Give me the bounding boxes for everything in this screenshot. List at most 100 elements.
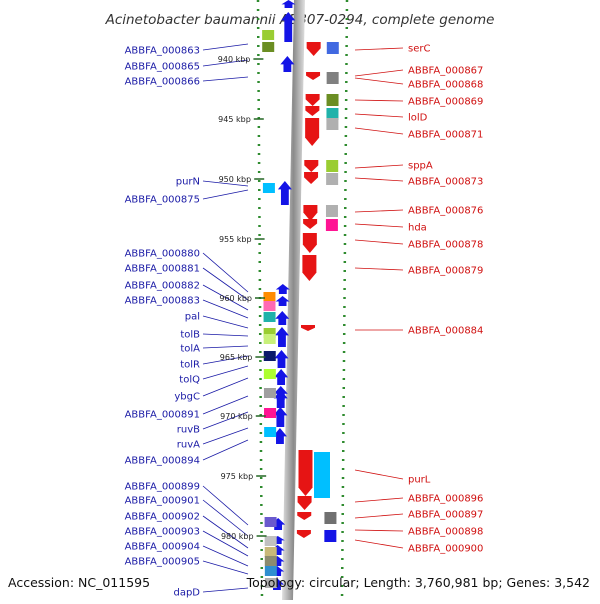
gene-feature-box [326,173,339,185]
right-gene-label[interactable]: ABBFA_000876 [408,206,483,217]
gene-feature-box [263,388,276,398]
left-gene-label[interactable]: purN [176,177,200,188]
left-gene-label[interactable]: ABBFA_000881 [125,264,200,275]
right-gene-label[interactable]: ABBFA_000868 [408,80,483,91]
left-gene-label[interactable]: ybgC [174,392,200,403]
gene-feature-box [264,578,277,588]
right-leader-line [354,177,404,182]
left-gene-label[interactable]: pal [185,312,200,323]
forward-gene-arrow [274,369,289,385]
left-gene-label[interactable]: tolQ [179,375,200,386]
left-leader-line [202,355,249,365]
left-gene-label[interactable]: ABBFA_000891 [125,410,200,421]
left-gene-label[interactable]: tolR [180,360,200,371]
right-gene-label[interactable]: ABBFA_000896 [408,494,483,505]
left-gene-label[interactable]: ABBFA_000880 [125,249,200,260]
left-gene-label[interactable]: tolB [180,330,200,341]
forward-gene-arrow [277,181,292,205]
right-gene-label[interactable]: ABBFA_000873 [408,177,483,188]
left-gene-label[interactable]: ABBFA_000899 [125,482,200,493]
reverse-gene-arrow [305,94,320,106]
left-leader-line [202,59,249,67]
left-leader-line [202,485,249,526]
left-leader-line [202,189,249,200]
dotted-guide-line [256,0,264,601]
right-gene-label[interactable]: hda [408,223,427,234]
left-leader-line [202,299,249,319]
left-gene-label[interactable]: ABBFA_000865 [125,62,200,73]
right-gene-label[interactable]: ABBFA_000897 [408,510,483,521]
right-gene-label[interactable]: ABBFA_000867 [408,66,483,77]
left-gene-label[interactable]: ABBFA_000905 [125,557,200,568]
gene-feature-box [326,94,339,106]
right-gene-label[interactable]: ABBFA_000871 [408,130,483,141]
right-gene-label[interactable]: ABBFA_000900 [408,544,483,555]
left-leader-line [202,365,249,380]
right-leader-line [354,113,404,118]
left-leader-line [202,315,249,329]
right-leader-line [354,239,404,245]
left-leader-line [202,439,249,461]
dotted-guide-line [340,0,349,601]
left-gene-label[interactable]: ABBFA_000882 [125,281,200,292]
left-gene-label[interactable]: ruvB [177,425,200,436]
gene-features [262,0,339,590]
right-leader-line [354,223,404,228]
forward-gene-arrow [273,390,288,408]
left-leader-line [202,345,249,349]
gene-feature-box [263,351,276,361]
scale-tick-label: 940 kbp [218,55,251,64]
right-gene-label[interactable]: sppA [408,161,433,172]
left-gene-label[interactable]: ruvA [177,440,200,451]
right-leader-line [354,529,404,532]
right-gene-label[interactable]: ABBFA_000884 [408,326,483,337]
topology-stats-text: Topology: circular; Length: 3,760,981 bp… [246,575,590,590]
gene-feature-box [324,512,337,524]
left-gene-label[interactable]: ABBFA_000875 [125,195,200,206]
left-leader-line [202,545,249,567]
gene-feature-box [264,427,277,437]
right-leader-line [354,47,404,51]
reverse-gene-arrow [297,512,312,520]
right-gene-label[interactable]: ABBFA_000878 [408,240,483,251]
accession-text: Accession: NC_011595 [8,575,150,590]
scale-tick-label: 950 kbp [219,175,252,184]
left-leader-line [202,427,249,445]
forward-gene-arrow [274,327,289,347]
left-gene-label[interactable]: ABBFA_000904 [125,542,200,553]
left-gene-label[interactable]: tolA [180,344,200,355]
forward-gene-arrow [274,350,289,368]
left-gene-label[interactable]: ABBFA_000894 [125,456,200,467]
right-gene-label[interactable]: serC [408,44,430,55]
reverse-gene-arrow [301,325,315,331]
right-gene-label[interactable]: lolD [408,113,428,124]
right-gene-label[interactable]: ABBFA_000879 [408,266,483,277]
gene-feature-box [263,369,276,379]
right-leader-line [354,513,404,519]
left-gene-label[interactable]: ABBFA_000901 [125,496,200,507]
gene-feature-box [264,536,277,546]
left-gene-label[interactable]: ABBFA_000903 [125,527,200,538]
right-gene-label[interactable]: ABBFA_000869 [408,97,483,108]
left-gene-label[interactable]: dapD [173,588,200,599]
gene-feature-box [263,292,276,302]
left-gene-label[interactable]: ABBFA_000902 [125,512,200,523]
gene-feature-box [325,219,338,231]
reverse-gene-arrow [305,118,320,146]
left-gene-label[interactable]: ABBFA_000863 [125,46,200,57]
reverse-gene-arrow [298,450,313,496]
reverse-gene-arrow [306,72,321,80]
scale-tick-label: 955 kbp [219,235,252,244]
right-leader-line [354,469,404,480]
gene-feature-box [326,160,339,172]
right-leader-line [354,77,404,85]
gene-feature-box [314,452,330,498]
scale-tick-label: 975 kbp [221,472,254,481]
right-gene-label[interactable]: purL [408,475,431,486]
gene-feature-box [262,30,275,40]
right-gene-label[interactable]: ABBFA_000898 [408,527,483,538]
left-gene-label[interactable]: ABBFA_000866 [125,77,200,88]
left-gene-label[interactable]: ABBFA_000883 [125,296,200,307]
